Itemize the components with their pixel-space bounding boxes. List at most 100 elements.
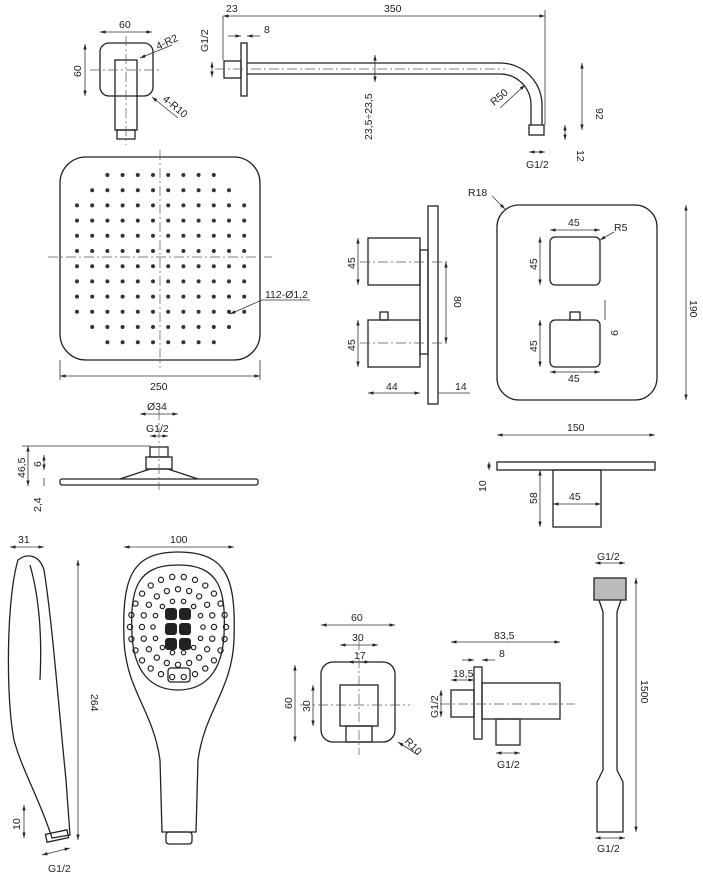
dim-outlet-width: 60 [351,612,363,624]
dim-mixer-height: 190 [687,300,699,318]
nozzle-dot [196,249,201,253]
dim-arm-pipe: 23,5÷23,5 [363,93,375,140]
nozzle-dot [135,233,140,238]
center-nozzle-block [179,623,191,635]
nozzle-dot [196,294,201,299]
nozzle-dot [151,188,155,193]
spray-dot [209,635,216,642]
nozzle-dot [181,249,186,253]
nozzle-dot [166,325,171,329]
spray-dot [132,647,139,654]
nozzle-dot [75,218,79,223]
dim-mixer-knob-bottom: 45 [346,339,358,351]
shower-head-top-view: 250 112-Ø1,2 [48,150,310,393]
nozzle-dot [181,173,186,177]
dim-outlet-inlet: G1/2 [429,695,441,718]
center-nozzle-block [179,638,191,650]
spray-dot [128,611,135,619]
spray-dot [222,623,230,631]
nozzle-dot [181,188,186,193]
nozzle-dot [166,340,171,345]
nozzle-dot [75,279,79,284]
nozzle-dot [166,264,171,269]
shower-head-side-view: Ø34 G1/2 46,5 6 2,4 [16,401,259,512]
dim-mixer-knob-top: 45 [346,257,358,269]
mixer-front-view: R18 45 R5 45 45 9 45 190 [468,187,699,401]
nozzle-dot [151,249,155,253]
nozzle-dot [105,325,110,329]
spray-dot [217,600,224,607]
nozzle-dot [181,279,186,284]
nozzle-dot [120,325,125,329]
nozzle-dot [242,264,247,269]
nozzle-dot [120,173,125,177]
nozzle-dot [166,188,171,193]
nozzle-dot [135,188,140,193]
spray-dot [185,659,193,667]
nozzle-dot [242,233,247,238]
hose-view: G1/2 1500 G1/2 [593,551,650,855]
spray-dot [145,646,153,653]
spray-dot [140,635,147,642]
hand-shower-front-view: 100 [123,534,235,845]
spray-dot [209,612,216,619]
nozzle-dot [120,218,125,223]
dim-outlet-flange: 8 [499,648,505,660]
spray-dot [191,670,199,678]
dim-outlet-outlet: G1/2 [497,759,520,771]
dim-arm-front-width: 60 [119,19,131,31]
spray-dot [202,665,209,672]
spray-dot [174,586,182,593]
spray-dot [163,659,171,667]
nozzle-dot [227,309,231,314]
dim-head-size: 250 [150,381,168,393]
nozzle-dot [196,264,201,269]
spray-dot [157,670,165,678]
nozzle-dot [105,340,110,345]
nozzle-dot [181,294,186,299]
nozzle-dot [211,203,216,208]
nozzle-dot [166,203,171,208]
dim-holder-width: 150 [567,422,585,434]
nozzle-dot [242,309,247,314]
nozzle-dot [135,294,140,299]
spray-dot [159,603,166,610]
nozzle-dot [75,264,79,269]
center-nozzle-block [165,638,177,650]
spray-dot [169,673,176,681]
dim-hose-length: 1500 [638,680,650,704]
nozzle-dot [166,279,171,284]
hand-shower-side-view: 31 264 10 G1/2 [7,534,100,875]
spray-dot [132,600,139,607]
dim-holder-depth: 58 [528,492,540,504]
nozzle-dot [211,264,216,269]
dim-head-thread: G1/2 [146,423,169,435]
nozzle-dot [227,264,231,269]
nozzle-dot [181,309,186,314]
dim-mixer-corner: R18 [468,187,487,199]
dim-arm-inlet-thread: G1/2 [199,29,211,52]
dim-head-height: 46,5 [16,457,28,478]
nozzle-dot [166,218,171,223]
nozzle-dot [105,264,110,269]
nozzle-dot [90,294,95,299]
nozzle-dot [211,309,216,314]
nozzle-dot [135,173,140,177]
dim-mixer-tab: 9 [608,330,620,336]
spray-dot [147,582,154,589]
spray-dot [150,624,156,630]
spray-dot [138,623,146,631]
spray-dot [138,590,146,597]
nozzle-dot [242,203,247,208]
nozzle-dot [120,340,125,345]
dim-head-nozzles: 112-Ø1,2 [265,289,308,301]
dim-head-thickness: 2,4 [32,497,44,512]
nozzle-dot [196,309,201,314]
nozzle-dot [242,279,247,284]
nozzle-dot [135,249,140,253]
nozzle-dot [151,309,155,314]
nozzle-dot [181,325,186,329]
nozzle-dot [227,233,231,238]
dim-mixer-knob-width-top: 45 [568,217,580,229]
nozzle-dot [196,188,201,193]
